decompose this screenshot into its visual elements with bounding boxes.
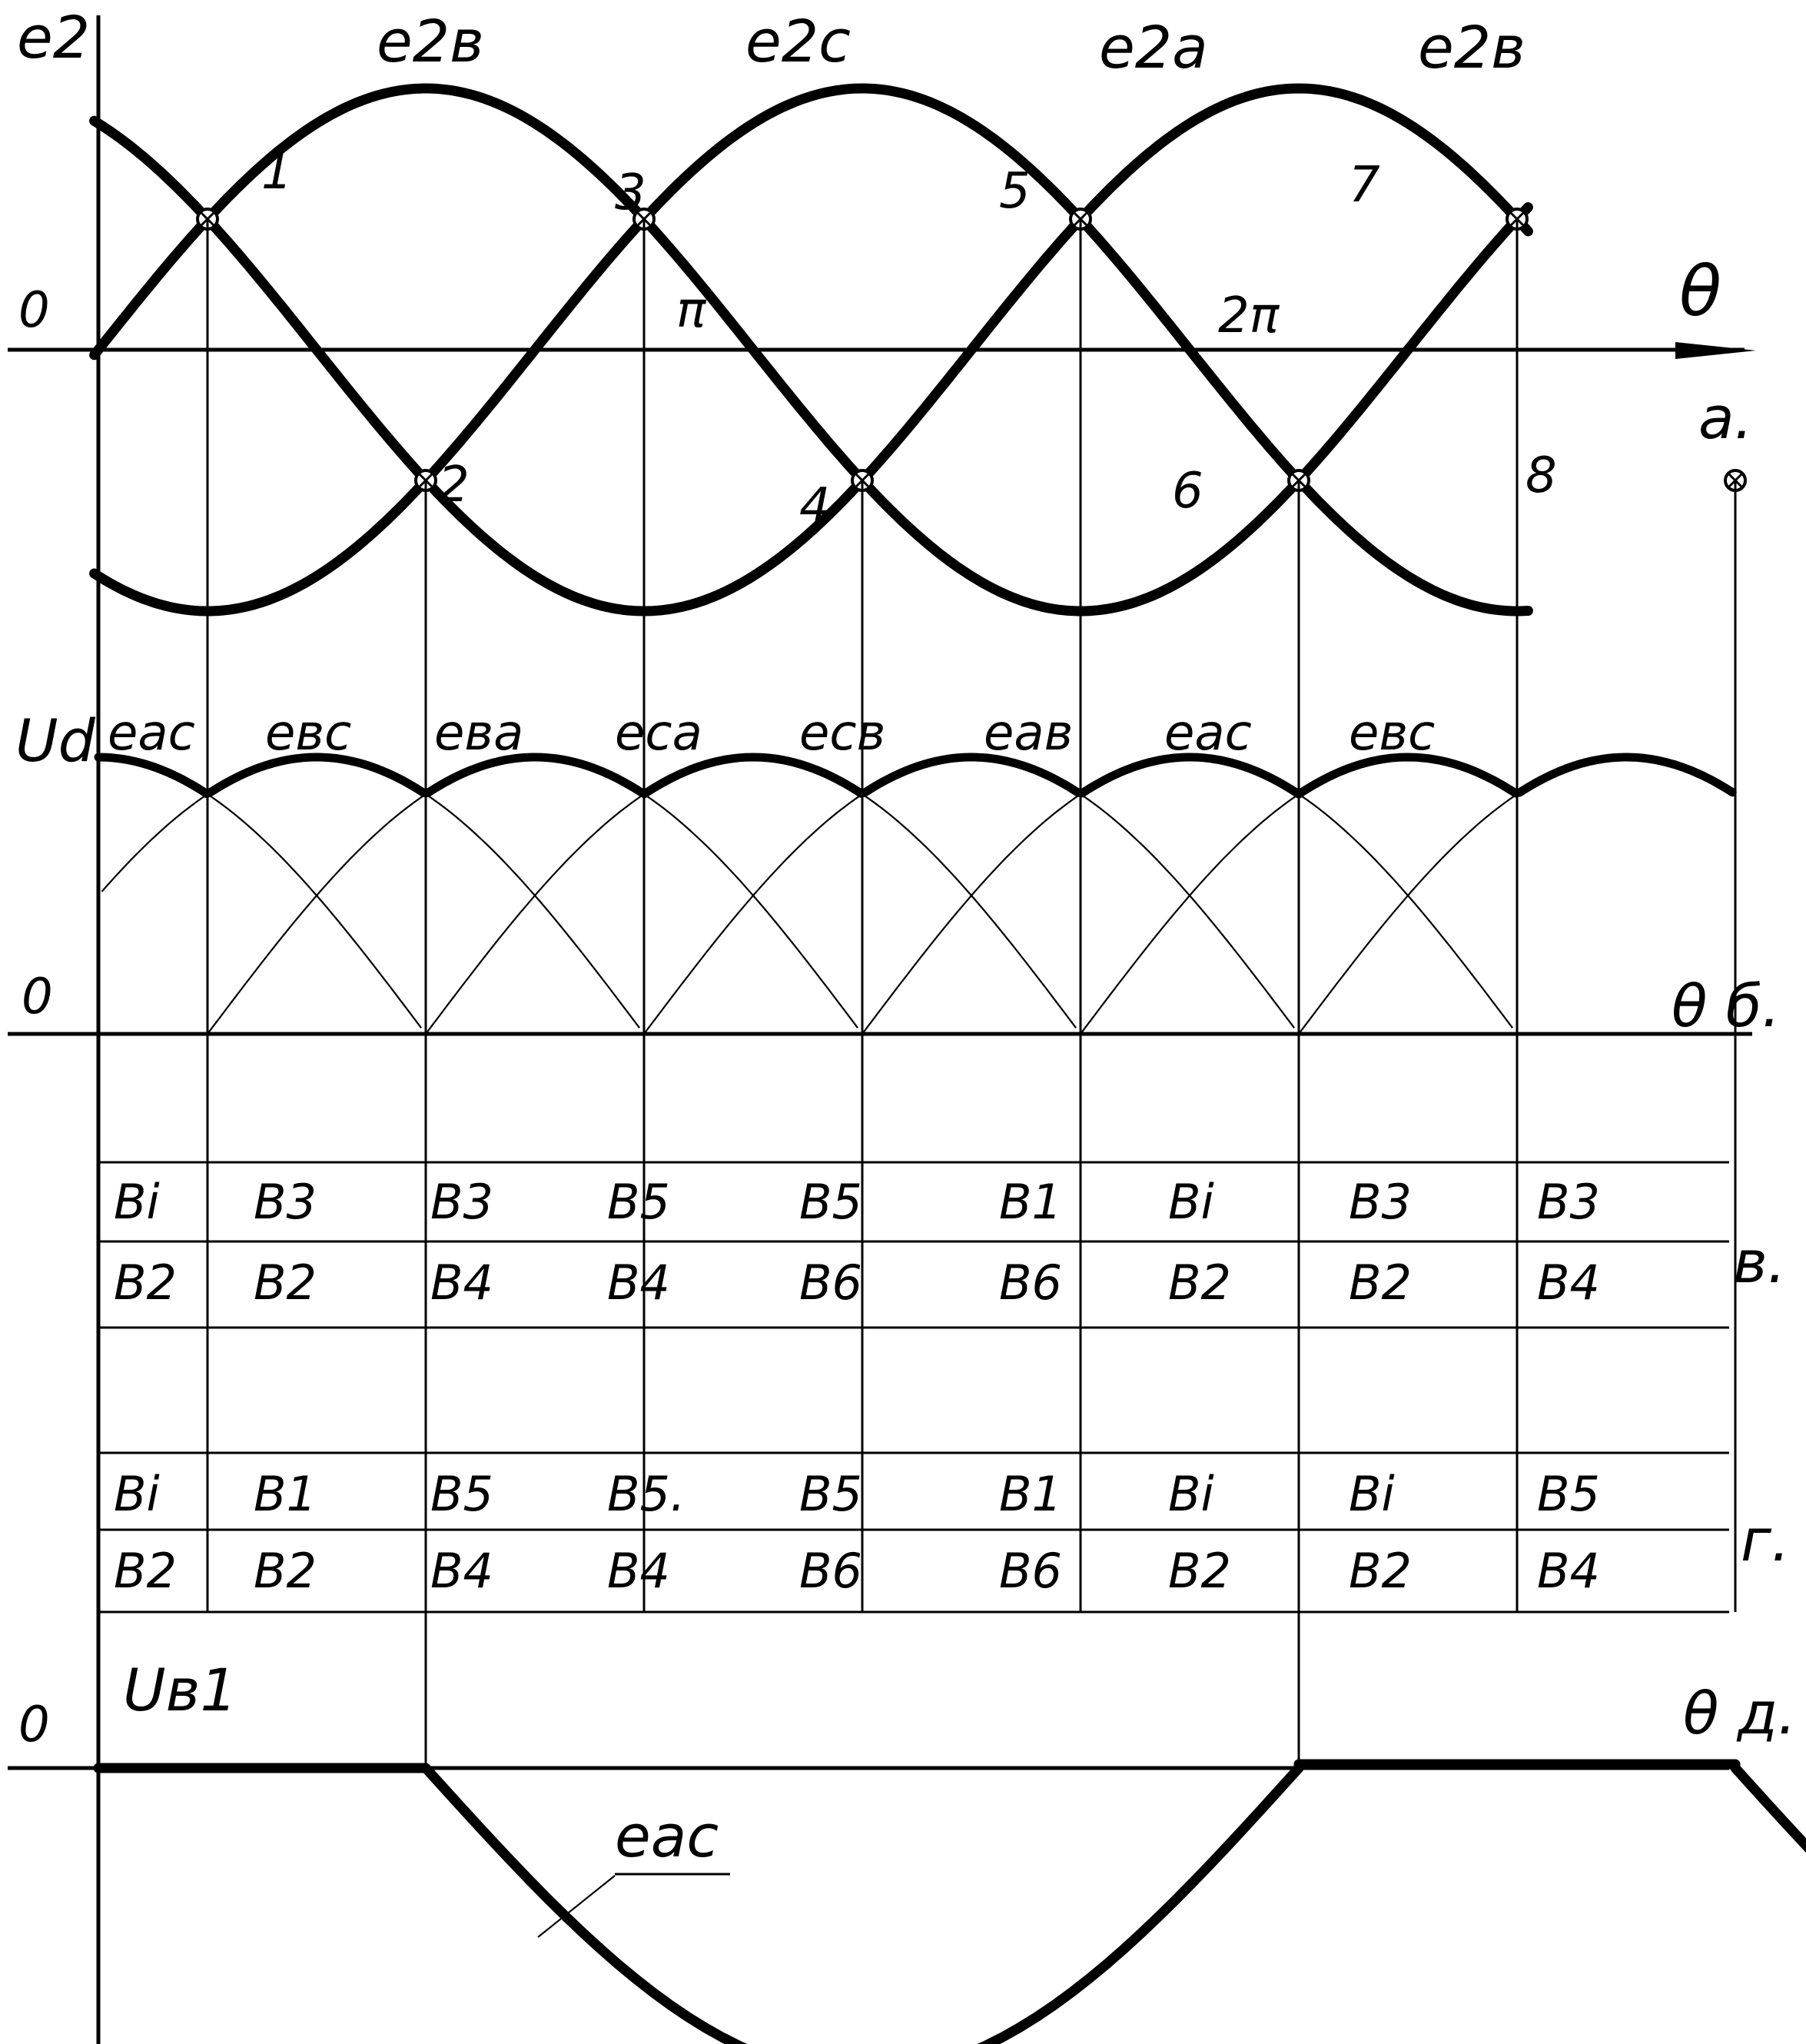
- panel-g-letter: г.: [1741, 1506, 1790, 1574]
- panel-v-top-cell-3: B3: [430, 1174, 493, 1230]
- panel-g-bottom-cell-3: B4: [430, 1543, 493, 1599]
- panel-v-top-cell-7: Bi: [1168, 1174, 1214, 1230]
- segment-label-5: ecв: [799, 705, 885, 762]
- phase-curve-b: [89, 83, 1533, 617]
- panel-d: 0 Uв1 θ д. eac: [8, 1656, 1806, 2044]
- valve-voltage-curve: [93, 1759, 1806, 2044]
- line-voltage-arc: [1298, 793, 1519, 1035]
- panel-v-bottom-cell-8: B2: [1349, 1255, 1412, 1311]
- segment-label-6: eaв: [984, 705, 1073, 762]
- intersection-number-5: 5: [999, 163, 1031, 220]
- line-voltage-arc: [425, 756, 1077, 1035]
- line-voltage-arc: [1080, 756, 1512, 1035]
- panel-a-letter: а.: [1698, 384, 1753, 452]
- panel-g-top-cell-3: B5: [430, 1466, 493, 1522]
- panel-g-bottom-cell-8: B2: [1349, 1543, 1412, 1599]
- theta-axis-arrow-icon: [1675, 342, 1756, 359]
- curve-label-e2b-1: e2в: [377, 7, 484, 75]
- panel-v-bottom-cell-4: B4: [607, 1255, 670, 1311]
- intersection-drop-lines: [206, 219, 1737, 1768]
- line-voltage-arc: [862, 756, 1513, 1035]
- panel-g-bottom-cell-5: B6: [799, 1543, 862, 1599]
- intersection-number-2: 2: [438, 457, 470, 513]
- panel-g-top-cell-5: B5: [799, 1466, 862, 1522]
- phase-curve-c: [89, 83, 1533, 617]
- intersection-number-4: 4: [799, 478, 831, 535]
- line-voltage-arc: [101, 756, 640, 1029]
- intersection-number-8: 8: [1525, 447, 1557, 504]
- line-voltage-arc: [643, 756, 1295, 1035]
- panel-v-bottom-cell-7: B2: [1168, 1255, 1231, 1311]
- panel-g-top-cell-6: B1: [999, 1466, 1062, 1522]
- panel-v-top-cell-5: B5: [799, 1174, 862, 1230]
- curve-label-e2b-2: e2в: [1418, 13, 1525, 81]
- panel-v-top-cell-1: Bi: [114, 1174, 160, 1230]
- panel-b: Ud 0 θ б. eac eвc eвa eca ecв eaв eac eв…: [8, 705, 1781, 1040]
- panel-v-top-cell-9: B3: [1537, 1174, 1600, 1230]
- panel-v-top-cell-8: B3: [1349, 1174, 1412, 1230]
- line-voltage-arcs: [101, 756, 1519, 1035]
- phase-curve-a: [89, 83, 1533, 617]
- panel-g-top-cell-4: B5.: [607, 1466, 686, 1522]
- line-voltage-arc: [102, 756, 422, 1029]
- two-pi-label: 2π: [1218, 287, 1280, 344]
- rectified-output-envelope: [94, 753, 1737, 799]
- panel-g-top-cell-7: Bi: [1168, 1466, 1214, 1522]
- panel-d-label-leader: [537, 1875, 616, 1938]
- segment-label-2: eвc: [265, 705, 351, 762]
- segment-label-4: eca: [615, 705, 702, 762]
- panel-a-x-label: θ: [1679, 251, 1721, 332]
- panel-b-origin-label: 0: [22, 969, 53, 1025]
- panel-v-top-cell-4: B5: [607, 1174, 670, 1230]
- intersection-number-3: 3: [615, 165, 646, 221]
- panel-g-bottom-cell-6: B6: [999, 1543, 1062, 1599]
- panel-g-top-cell-9: B5: [1537, 1466, 1600, 1522]
- segment-label-8: eвc: [1349, 705, 1435, 762]
- panel-d-origin-label: 0: [18, 1697, 50, 1753]
- panel-b-y-label: Ud: [15, 706, 96, 775]
- intersection-number-7: 7: [1349, 157, 1380, 214]
- panel-g-bottom-cell-2: B2: [254, 1543, 317, 1599]
- line-voltage-arc: [207, 756, 858, 1035]
- segment-label-3: eвa: [434, 705, 523, 762]
- panel-a-y-label: e2: [17, 3, 90, 71]
- panel-v-bottom-cell-3: B4: [430, 1255, 493, 1311]
- intersection-number-6: 6: [1172, 463, 1203, 520]
- panel-v-top-cell-6: B1: [999, 1174, 1062, 1230]
- intersection-number-1: 1: [261, 144, 293, 201]
- segment-label-1: eac: [108, 705, 195, 762]
- panel-g-bottom-cell-1: B2: [114, 1543, 177, 1599]
- panel-v-bottom-cell-6: B6: [999, 1255, 1062, 1311]
- panel-v-letter: в.: [1733, 1228, 1786, 1296]
- panel-d-y-label: Uв1: [123, 1656, 237, 1724]
- panel-g-bottom-cell-9: B4: [1537, 1543, 1600, 1599]
- panel-v-top-cell-2: B3: [254, 1174, 317, 1230]
- panel-v-bottom-cell-2: B2: [254, 1255, 317, 1311]
- curve-label-e2c: e2c: [745, 7, 851, 75]
- segment-label-7: eac: [1164, 705, 1252, 762]
- panel-b-x-label: θ б.: [1672, 972, 1781, 1040]
- panel-g-top-cell-8: Bi: [1349, 1466, 1395, 1522]
- panel-g-top-cell-2: B1: [254, 1466, 317, 1522]
- panel-a: e2 0 θ а. π 2π e2в e2c e2a e2в 1 2 3 4 5…: [8, 3, 1756, 617]
- panel-a-origin-label: 0: [18, 282, 50, 339]
- curve-label-e2a: e2a: [1099, 13, 1208, 81]
- panel-g-bottom-cell-4: B4: [607, 1543, 670, 1599]
- phase-voltage-curves: [89, 83, 1533, 617]
- panel-v-bottom-cell-1: B2: [114, 1255, 177, 1311]
- panel-d-curve-label: eac: [615, 1802, 719, 1870]
- panel-g-bottom-cell-7: B2: [1168, 1543, 1231, 1599]
- panel-d-x-label: θ д.: [1683, 1679, 1796, 1747]
- panel-g-top-cell-1: Bi: [114, 1466, 160, 1522]
- panel-v-bottom-cell-9: B4: [1537, 1255, 1600, 1311]
- panel-v-bottom-cell-5: B6: [799, 1255, 862, 1311]
